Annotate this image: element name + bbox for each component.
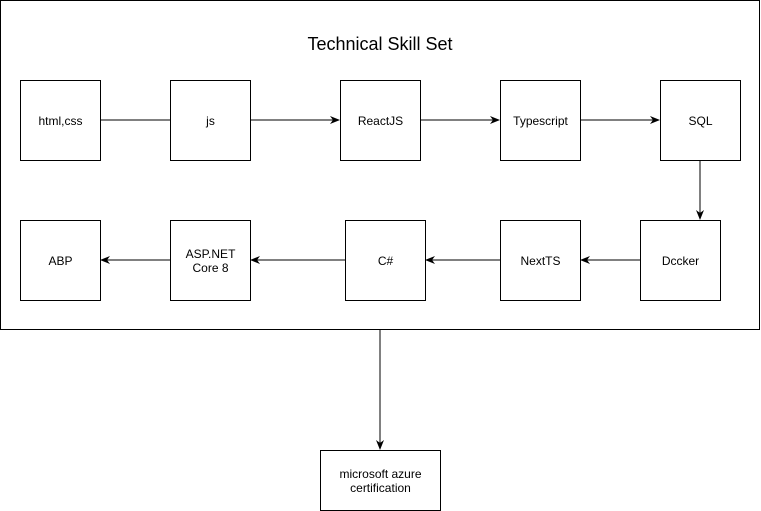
node-docker: Dccker — [640, 220, 721, 301]
node-js-label: js — [206, 113, 215, 128]
node-nextts: NextTS — [500, 220, 581, 301]
diagram-title: Technical Skill Set — [307, 34, 453, 54]
node-azure-certification: microsoft azure certification — [320, 450, 441, 511]
skill-set-container — [0, 0, 760, 330]
node-csharp: C# — [345, 220, 426, 301]
node-docker-label: Dccker — [661, 253, 700, 268]
node-reactjs-label: ReactJS — [357, 113, 404, 128]
node-sql: SQL — [660, 80, 741, 161]
node-aspnet-label: ASP.NET Core 8 — [185, 246, 236, 275]
node-typescript: Typescript — [500, 80, 581, 161]
node-abp: ABP — [20, 220, 101, 301]
node-aspnet: ASP.NET Core 8 — [170, 220, 251, 301]
node-js: js — [170, 80, 251, 161]
node-reactjs: ReactJS — [340, 80, 421, 161]
node-nextts-label: NextTS — [520, 253, 561, 268]
node-typescript-label: Typescript — [513, 113, 568, 128]
node-csharp-label: C# — [377, 253, 394, 268]
node-sql-label: SQL — [688, 113, 713, 128]
node-html-css-label: html,css — [38, 113, 83, 128]
node-azure-label: microsoft azure certification — [339, 466, 422, 495]
node-abp-label: ABP — [48, 253, 73, 268]
node-html-css: html,css — [20, 80, 101, 161]
